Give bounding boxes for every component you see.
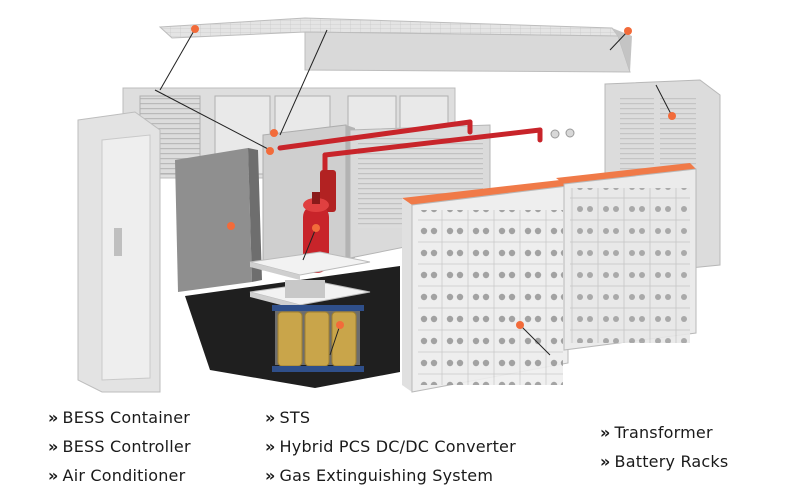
legend-label: STS xyxy=(279,408,311,427)
legend-item-gas-extinguishing: »Gas Extinguishing System xyxy=(265,461,516,490)
marker-right-panel xyxy=(668,112,676,120)
legend-marker: » xyxy=(600,423,611,442)
legend-label: Hybrid PCS DC/DC Converter xyxy=(279,437,516,456)
marker-roof-right xyxy=(624,27,632,35)
fire-pipe-network xyxy=(277,119,543,178)
roof-panel xyxy=(158,17,632,73)
legend-marker: » xyxy=(265,437,276,456)
legend-item-battery-racks: »Battery Racks xyxy=(600,447,728,476)
left-end-panel xyxy=(77,111,161,393)
battery-rack-back xyxy=(556,163,697,351)
transformer xyxy=(272,305,364,372)
battery-rack-front xyxy=(402,180,569,393)
legend-marker: » xyxy=(48,466,59,485)
marker-battery-rack xyxy=(516,321,524,329)
legend-marker: » xyxy=(48,408,59,427)
legend-label: Gas Extinguishing System xyxy=(279,466,494,485)
legend-label: BESS Controller xyxy=(62,437,191,456)
marker-roof-left xyxy=(191,25,199,33)
bess-controller-cabinet xyxy=(175,148,262,292)
bess-exploded-view xyxy=(77,17,721,393)
marker-extinguisher xyxy=(312,224,320,232)
legend-label: Air Conditioner xyxy=(62,466,186,485)
callout-leaders xyxy=(154,28,673,356)
legend-item-bess-container: »BESS Container xyxy=(48,403,191,432)
legend-item-transformer: »Transformer xyxy=(600,418,728,447)
legend-item-bess-controller: »BESS Controller xyxy=(48,432,191,461)
legend-item-sts: »STS xyxy=(265,403,516,432)
legend-marker: » xyxy=(265,466,276,485)
marker-back-wall xyxy=(266,147,274,155)
legend-label: Battery Racks xyxy=(614,452,729,471)
marker-transformer xyxy=(336,321,344,329)
legend-marker: » xyxy=(48,437,59,456)
legend-column-1: »BESS Container »BESS Controller »Air Co… xyxy=(48,403,191,490)
legend-marker: » xyxy=(265,408,276,427)
legend-column-2: »STS »Hybrid PCS DC/DC Converter »Gas Ex… xyxy=(265,403,516,490)
marker-air-conditioner xyxy=(270,129,278,137)
legend-column-3: »Transformer »Battery Racks xyxy=(600,418,728,476)
legend-item-air-conditioner: »Air Conditioner xyxy=(48,461,191,490)
marker-controller xyxy=(227,222,235,230)
legend-label: BESS Container xyxy=(62,408,191,427)
callout-markers xyxy=(191,25,676,329)
legend-marker: » xyxy=(600,452,611,471)
legend-item-hybrid-pcs: »Hybrid PCS DC/DC Converter xyxy=(265,432,516,461)
legend-label: Transformer xyxy=(614,423,713,442)
